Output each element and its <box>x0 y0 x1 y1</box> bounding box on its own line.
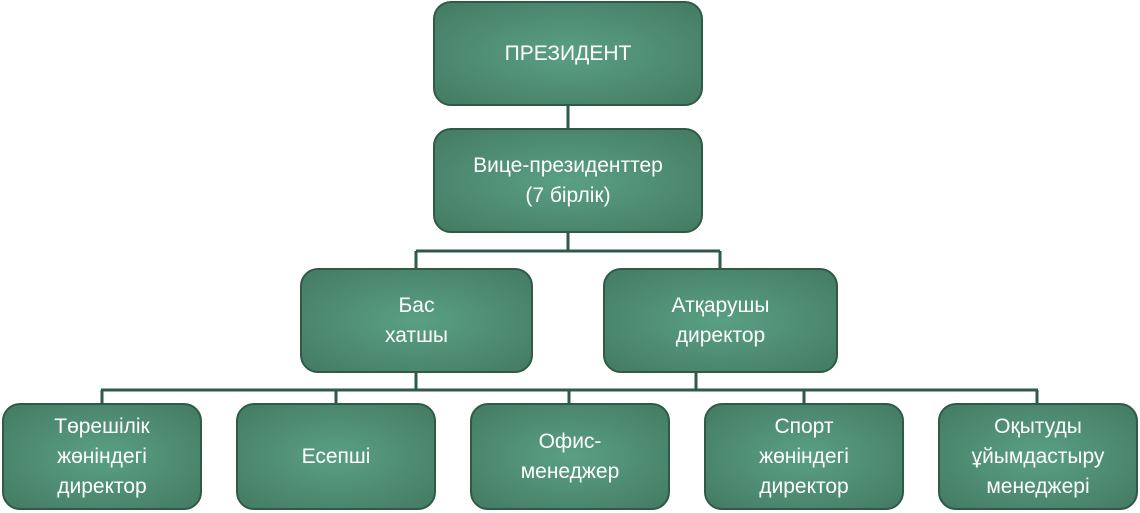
node-sport-director: Спорт жөніндегі директор <box>704 403 904 510</box>
node-office-manager: Офис- менеджер <box>470 403 670 510</box>
node-president: ПРЕЗИДЕНТ <box>433 1 703 106</box>
node-vice-presidents: Вице-президенттер (7 бірлік) <box>433 128 703 233</box>
node-referee-director: Төрешілік жөніндегі директор <box>2 403 202 510</box>
node-training-manager: Оқытуды ұйымдастыру менеджері <box>938 403 1138 510</box>
node-general-secretary: Бас хатшы <box>300 268 533 373</box>
node-accountant: Есепші <box>236 403 436 510</box>
node-executive-director: Атқарушы директор <box>603 268 838 373</box>
